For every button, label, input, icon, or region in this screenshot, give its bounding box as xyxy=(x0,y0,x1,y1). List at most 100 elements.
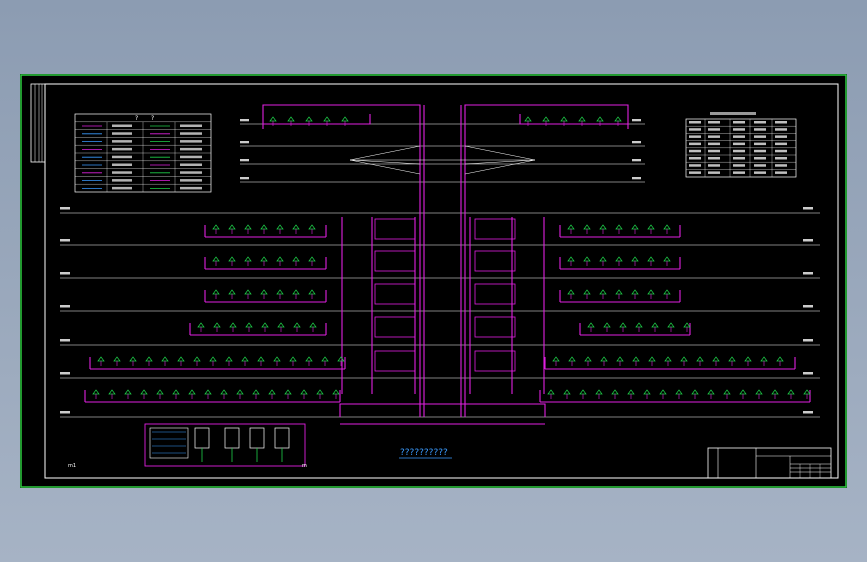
schedule-cell xyxy=(754,135,766,138)
legend-desc xyxy=(180,124,202,127)
outer-frame xyxy=(20,74,847,488)
fixture-symbol xyxy=(260,289,268,295)
roof-tag xyxy=(240,141,249,144)
legend-desc xyxy=(112,155,132,159)
fixture-symbol xyxy=(755,389,763,395)
fixture-symbol xyxy=(172,389,180,395)
fixture-symbol xyxy=(563,389,571,395)
tank xyxy=(194,427,210,449)
legend-desc xyxy=(112,132,132,135)
fixture-symbol xyxy=(600,356,608,362)
schedule-cell xyxy=(689,128,701,131)
wing-box xyxy=(374,283,416,305)
fixture-symbol xyxy=(273,356,281,362)
floor-tag-left xyxy=(60,411,70,414)
fixture-symbol xyxy=(760,356,768,362)
floor-tag-right xyxy=(803,339,813,342)
fixture-symbol xyxy=(260,256,268,262)
wing-box xyxy=(474,283,516,305)
fixture-symbol xyxy=(236,389,244,395)
schedule-cell xyxy=(689,142,701,146)
riser-left-main xyxy=(262,104,421,417)
fixture-symbol xyxy=(631,224,639,230)
fixture-symbol xyxy=(524,116,532,122)
fixture-symbol xyxy=(663,256,671,262)
fixture-symbol xyxy=(614,116,622,122)
fixture-symbol xyxy=(567,256,575,262)
inner-border xyxy=(44,83,839,479)
floor-tag-right xyxy=(803,239,813,242)
fixture-symbol xyxy=(228,289,236,295)
roof-tag xyxy=(632,141,641,144)
fixture-symbol xyxy=(615,224,623,230)
floor-tag-left xyxy=(60,272,70,275)
mark-bottom-mid: m xyxy=(302,463,307,469)
pipe-schedule-table xyxy=(685,112,797,178)
fixture-symbol xyxy=(156,389,164,395)
fixture-symbol xyxy=(583,289,591,295)
wing-box xyxy=(374,218,416,240)
legend-table: ?? xyxy=(74,113,212,193)
fixture-symbol xyxy=(292,224,300,230)
wing-box xyxy=(474,218,516,240)
schedule-cell xyxy=(708,157,720,160)
schedule-cell xyxy=(708,149,720,153)
fixture-symbol xyxy=(663,289,671,295)
fixture-symbol xyxy=(337,356,345,362)
fixture-symbol xyxy=(292,289,300,295)
fixture-symbol xyxy=(305,356,313,362)
fixture-symbol xyxy=(197,322,205,328)
fixture-symbol xyxy=(229,322,237,328)
schedule-cell xyxy=(733,142,745,146)
drawing-title: ?????????? xyxy=(400,448,448,458)
schedule-cell xyxy=(689,164,701,167)
pump-tank-assembly xyxy=(144,423,306,467)
roof-tag xyxy=(632,119,641,122)
fixture-symbol xyxy=(603,322,611,328)
schedule-cell xyxy=(689,157,701,160)
fixture-symbol xyxy=(567,289,575,295)
pump-skid xyxy=(149,427,189,459)
fixture-symbol xyxy=(663,224,671,230)
fixture-symbol xyxy=(584,356,592,362)
fixture-symbol xyxy=(647,256,655,262)
mark-bottom-left: m1 xyxy=(68,463,76,469)
schedule-cell xyxy=(754,149,766,153)
legend-desc xyxy=(112,186,132,190)
legend-desc xyxy=(112,124,132,127)
fixture-symbol xyxy=(579,389,587,395)
schedule-cell xyxy=(708,171,720,174)
fixture-symbol xyxy=(289,356,297,362)
floor-tag-right xyxy=(803,411,813,414)
floor-tag-right xyxy=(803,305,813,308)
schedule-cell xyxy=(689,135,701,138)
fixture-symbol xyxy=(308,256,316,262)
fixture-symbol xyxy=(308,224,316,230)
fixture-symbol xyxy=(683,322,691,328)
schedule-cell xyxy=(708,128,720,131)
schedule-cell xyxy=(754,171,766,174)
legend-desc xyxy=(112,163,132,166)
fixture-symbol xyxy=(619,322,627,328)
fixture-symbol xyxy=(647,224,655,230)
fixture-symbol xyxy=(739,389,747,395)
fixture-symbol xyxy=(213,322,221,328)
legend-desc xyxy=(180,147,202,151)
fixture-symbol xyxy=(552,356,560,362)
fixture-symbol xyxy=(97,356,105,362)
riser-right-main xyxy=(464,104,629,417)
fixture-symbol xyxy=(308,289,316,295)
floor-tag-left xyxy=(60,305,70,308)
fixture-symbol xyxy=(193,356,201,362)
fixture-symbol xyxy=(244,289,252,295)
fixture-symbol xyxy=(632,356,640,362)
fixture-symbol xyxy=(627,389,635,395)
fixture-symbol xyxy=(260,224,268,230)
fixture-symbol xyxy=(599,289,607,295)
fixture-symbol xyxy=(616,356,624,362)
schedule-cell xyxy=(775,135,787,138)
crossover-line xyxy=(464,145,536,161)
wing-box xyxy=(374,250,416,272)
fixture-symbol xyxy=(108,389,116,395)
